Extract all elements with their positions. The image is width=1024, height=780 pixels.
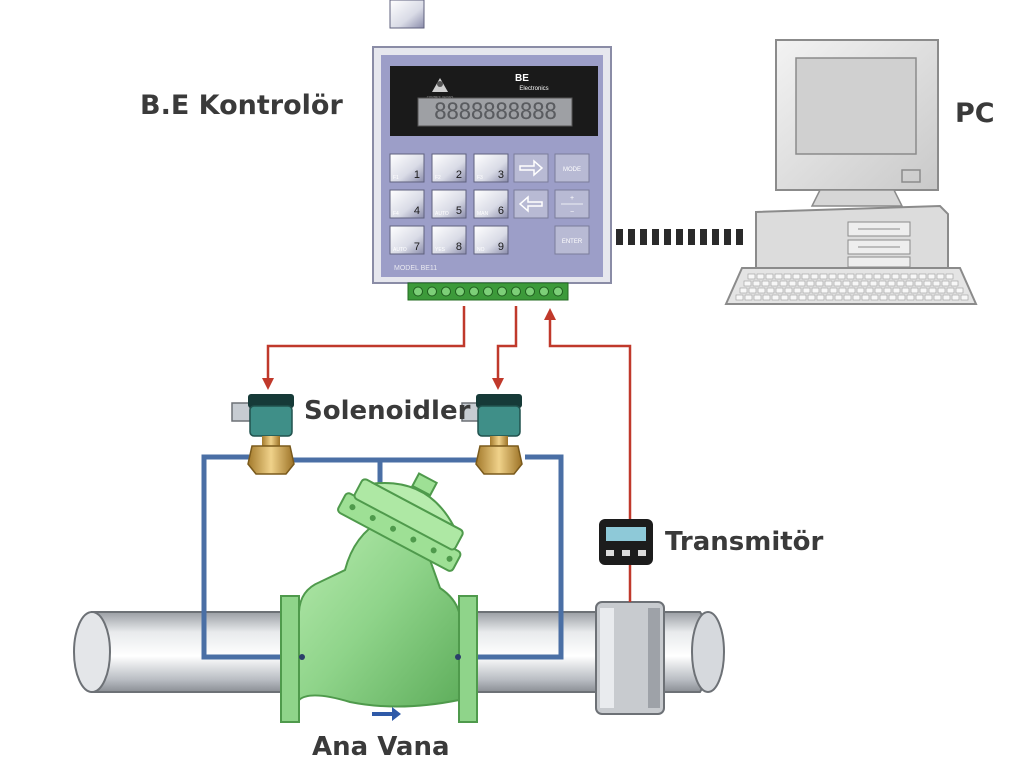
signal-lines xyxy=(266,306,632,602)
mode-key[interactable]: MODE xyxy=(554,153,590,183)
keypad-key-4[interactable]: F4 4 xyxy=(389,189,425,219)
cable-segment xyxy=(652,229,659,245)
cable-segment xyxy=(736,229,743,245)
enter-key-label: ENTER xyxy=(562,239,583,245)
solenoid-right xyxy=(461,394,523,475)
enter-key[interactable]: ENTER xyxy=(554,225,590,255)
controller-label: B.E Kontrolör xyxy=(140,90,343,121)
key-function-label: NO xyxy=(477,247,485,253)
key-function-label: F1 xyxy=(393,175,399,181)
terminal-screws xyxy=(413,286,563,297)
key-function-label: F3 xyxy=(477,175,483,181)
plus-minus-key[interactable]: + − xyxy=(554,189,590,219)
key-number-label: 7 xyxy=(414,241,420,253)
terminal-screw xyxy=(497,286,507,297)
keypad-key-5[interactable]: AUTO 5 xyxy=(431,189,467,219)
key-function-label: AUTO xyxy=(435,211,449,217)
keypad-key-6[interactable]: MAN 6 xyxy=(473,189,509,219)
terminal-screw xyxy=(427,286,437,297)
transmitter-clamp xyxy=(595,601,665,715)
terminal-screw xyxy=(455,286,465,297)
key-function-label: YES xyxy=(435,247,446,253)
terminal-screw xyxy=(413,286,423,297)
solenoids-label: Solenoidler xyxy=(304,396,471,426)
brand-title: BE xyxy=(515,73,529,84)
key-function-label: F4 xyxy=(393,211,399,217)
cable-segment xyxy=(628,229,635,245)
main-valve xyxy=(280,472,478,723)
logo-caption: CONTROL VALVES xyxy=(427,95,454,99)
key-number-label: 5 xyxy=(456,205,462,217)
key-number-label: 6 xyxy=(498,205,504,217)
terminal-screw xyxy=(441,286,451,297)
left-arrow-key[interactable] xyxy=(513,189,549,219)
key-number-label: 2 xyxy=(456,169,462,181)
main-valve-label: Ana Vana xyxy=(312,732,450,762)
terminal-screw xyxy=(483,286,493,297)
cable-segment xyxy=(700,229,707,245)
keypad: F11F22F33F44AUTO5MAN6AUTO7YES8NO9AUTO0 xyxy=(389,0,509,255)
cable-segment xyxy=(688,229,695,245)
keypad-key-0[interactable]: AUTO 0 xyxy=(389,0,425,29)
key-function-label: AUTO xyxy=(393,0,407,2)
keypad-key-1[interactable]: F1 1 xyxy=(389,153,425,183)
minus-key-label: − xyxy=(570,209,574,216)
transmitter xyxy=(599,519,653,565)
cable-segment xyxy=(724,229,731,245)
key-function-label: AUTO xyxy=(393,247,407,253)
key-number-label: 8 xyxy=(456,241,462,253)
key-number-label: 1 xyxy=(414,169,420,181)
model-label: MODEL BE11 xyxy=(394,265,437,272)
terminal-screw xyxy=(539,286,549,297)
right-arrow-icon xyxy=(519,159,544,177)
flow-direction-arrow xyxy=(372,707,401,721)
pc xyxy=(724,39,978,305)
keypad-key-7[interactable]: AUTO 7 xyxy=(389,225,425,255)
transmitter-label: Transmitör xyxy=(665,527,824,557)
keypad-key-2[interactable]: F2 2 xyxy=(431,153,467,183)
signal-arrowheads xyxy=(262,308,556,390)
key-number-label: 3 xyxy=(498,169,504,181)
key-number-label: 9 xyxy=(498,241,504,253)
monitor xyxy=(775,39,939,207)
serial-cable xyxy=(616,229,743,245)
terminal-screw xyxy=(525,286,535,297)
right-arrow-key[interactable] xyxy=(513,153,549,183)
solenoid-left xyxy=(231,394,295,475)
keypad-key-3[interactable]: F3 3 xyxy=(473,153,509,183)
pc-label: PC xyxy=(955,98,995,129)
terminal-screw xyxy=(511,286,521,297)
mode-key-label: MODE xyxy=(563,167,581,173)
cable-segment xyxy=(640,229,647,245)
computer-case xyxy=(755,204,949,273)
left-arrow-icon xyxy=(518,195,543,213)
key-number-label: 4 xyxy=(414,205,420,217)
brand-subtitle: Electronics xyxy=(519,86,548,92)
key-function-label: F2 xyxy=(435,175,441,181)
terminal-screw xyxy=(469,286,479,297)
keypad-key-8[interactable]: YES 8 xyxy=(431,225,467,255)
plus-key-label: + xyxy=(570,195,574,202)
cable-segment xyxy=(712,229,719,245)
cable-segment xyxy=(616,229,623,245)
controller-display: 8888888888 xyxy=(434,100,556,125)
key-number-label: 0 xyxy=(414,0,420,3)
brand-logo xyxy=(432,78,448,92)
terminal-screw xyxy=(553,286,563,297)
cable-segment xyxy=(676,229,683,245)
keypad-key-9[interactable]: NO 9 xyxy=(473,225,509,255)
keyboard xyxy=(724,267,978,305)
key-function-label: MAN xyxy=(477,211,489,217)
controller-unit: CONTROL VALVES BE Electronics 8888888888… xyxy=(372,0,612,301)
hydraulic-lines xyxy=(201,454,564,660)
cable-segment xyxy=(664,229,671,245)
